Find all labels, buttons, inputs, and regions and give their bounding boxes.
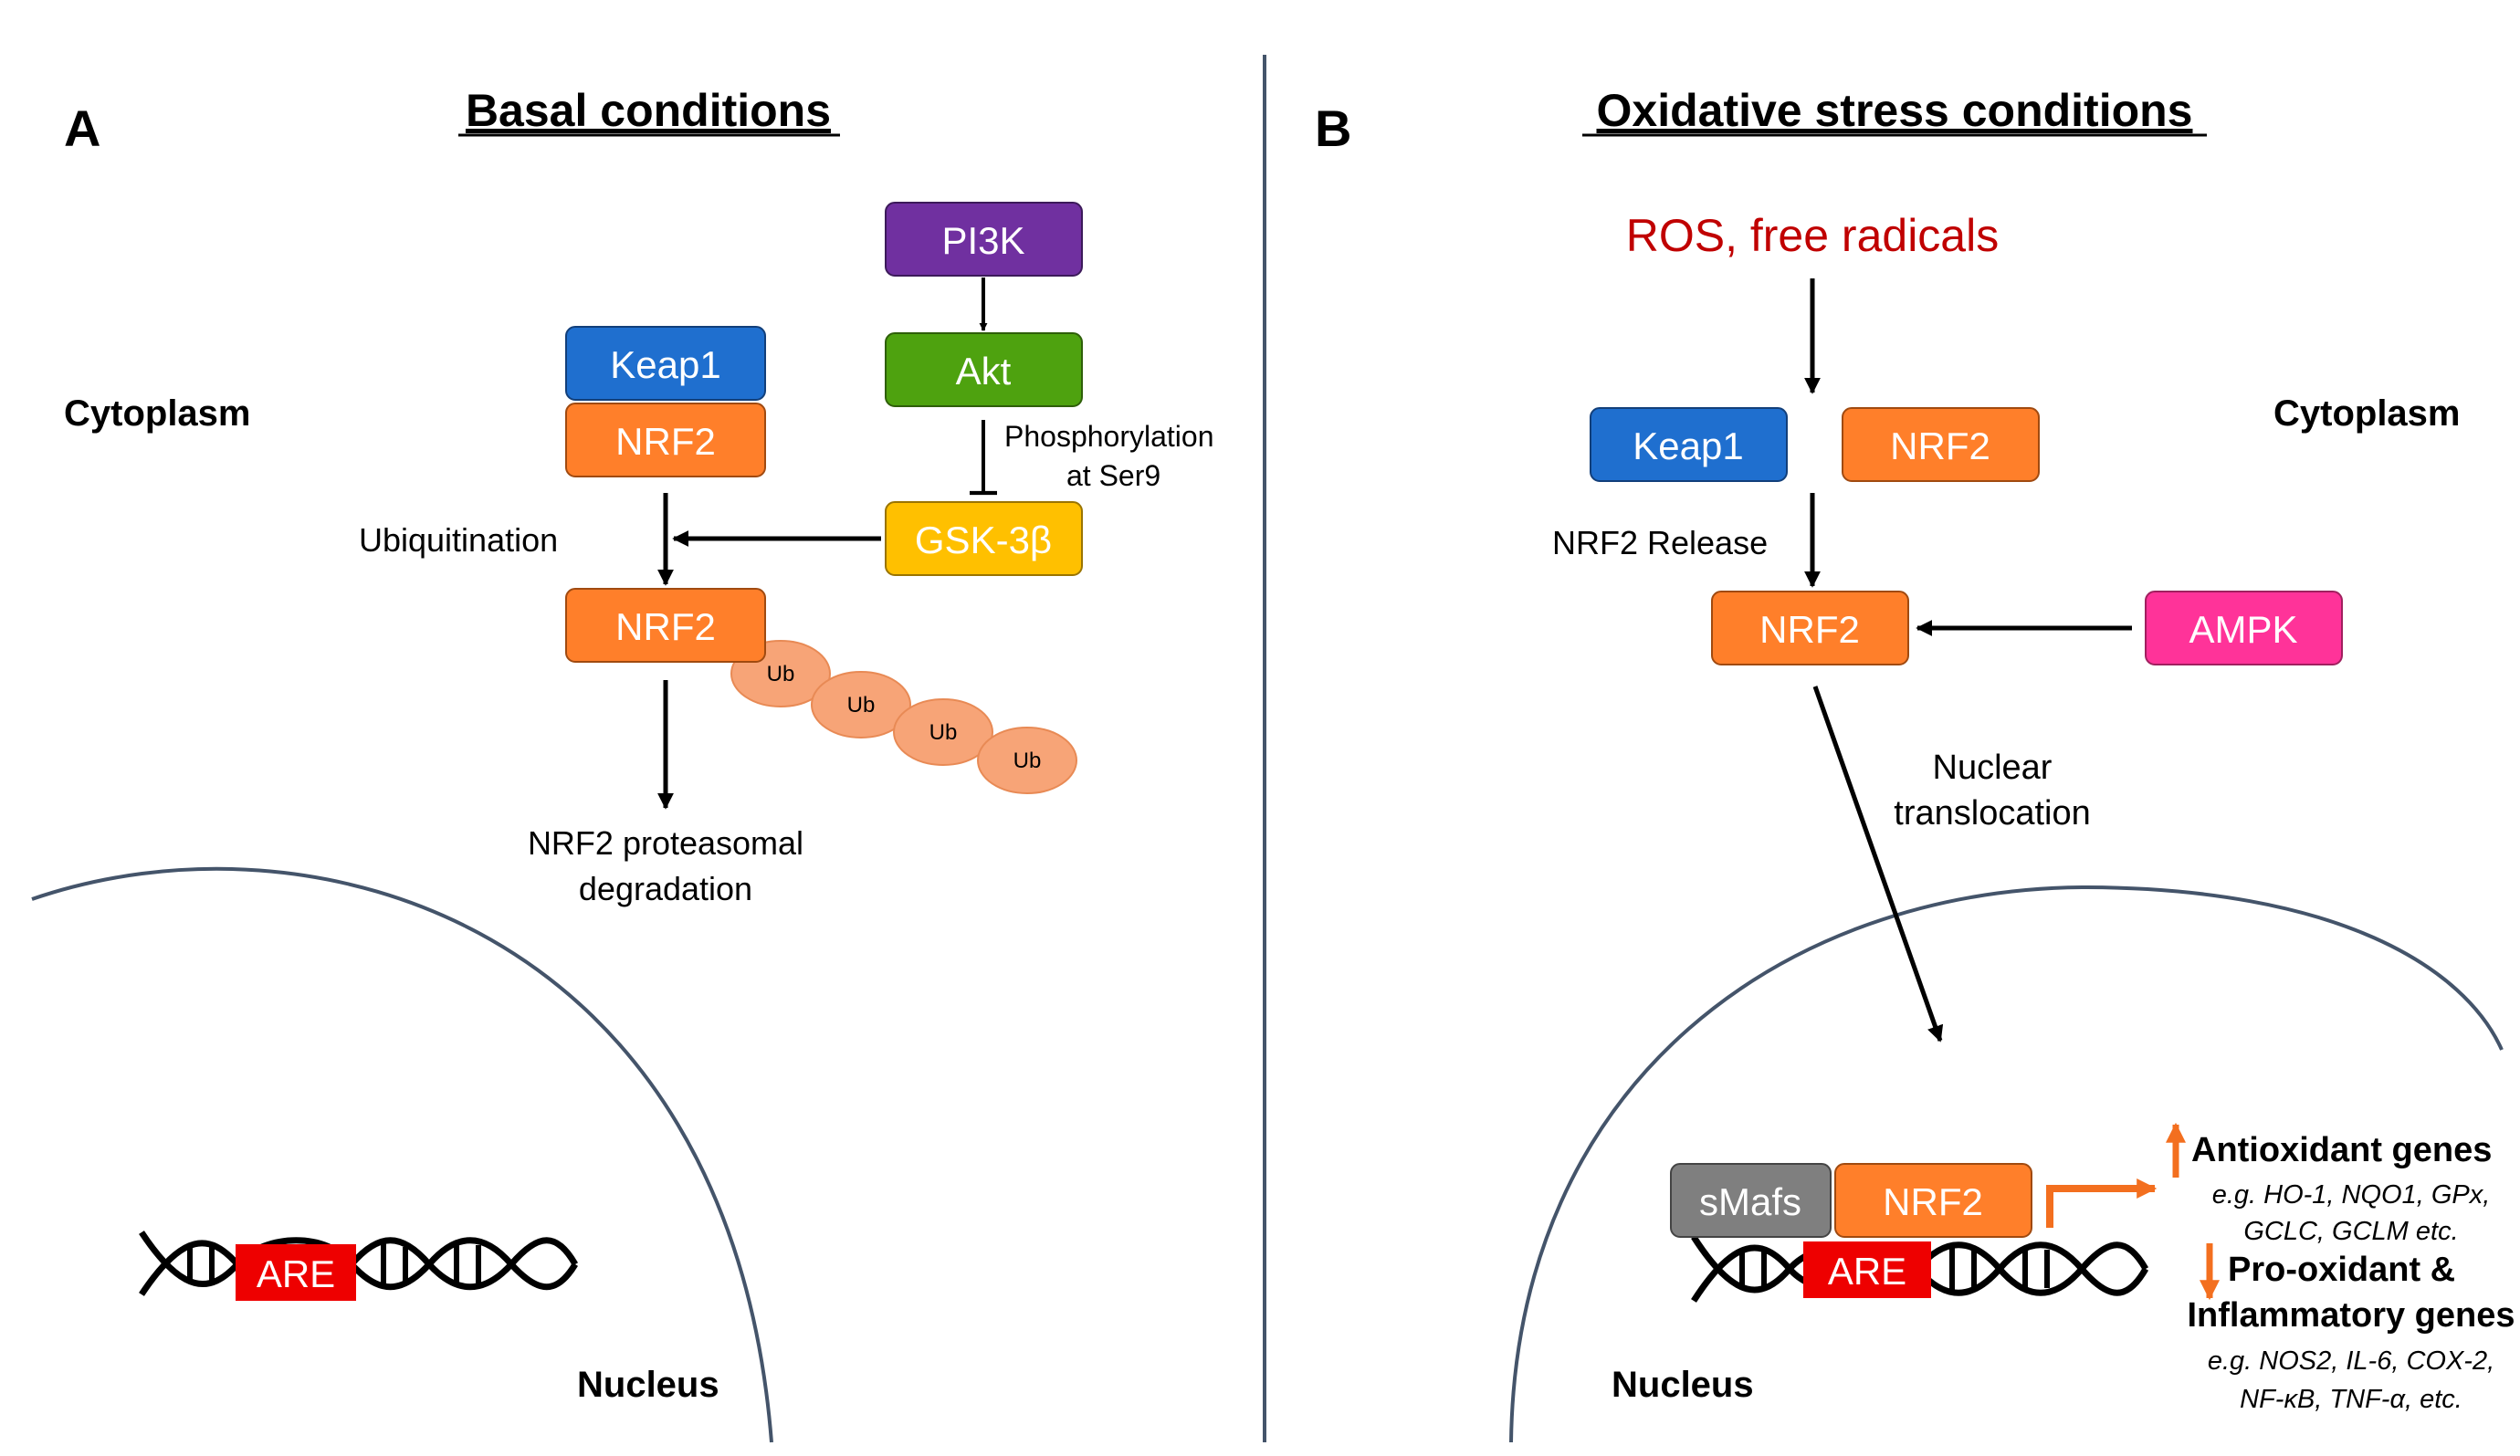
pi3k-box: PI3K (885, 202, 1083, 277)
panel-a-title: Basal conditions (466, 85, 831, 136)
panel-a-letter: A (64, 100, 100, 157)
are-label-a: ARE (257, 1252, 335, 1295)
arrow-nuclear-translocation (1812, 686, 1944, 1042)
prooxidant-genes-title-line1: Pro-oxidant & (2228, 1251, 2455, 1289)
nrf2-box-a-ubiquitinated: NRF2 (565, 588, 766, 663)
nrf2-label-b-nuclear: NRF2 (1883, 1180, 1983, 1223)
phosphorylation-label-line1: Phosphorylation (1004, 420, 1213, 453)
nrf2-label-b-released: NRF2 (1759, 608, 1860, 651)
translocation-label-line1: Nuclear (1933, 749, 2053, 787)
panel-a-cytoplasm-label: Cytoplasm (64, 393, 251, 434)
nucleus-membrane-a (31, 866, 773, 1443)
panel-b-letter: B (1315, 100, 1351, 157)
translocation-label-line2: translocation (1894, 794, 2090, 833)
antioxidant-examples-line1: e.g. HO-1, NQO1, GPx, (2212, 1180, 2491, 1210)
ubiquitin-chain: Ub Ub Ub Ub (730, 640, 1077, 794)
degradation-label-line2: degradation (579, 870, 752, 907)
ubiquitin-3 (893, 698, 993, 766)
nrf2-box-b-released: NRF2 (1711, 591, 1909, 665)
dna-helix-a (139, 1231, 579, 1296)
nucleus-membrane-b (1509, 885, 2504, 1443)
are-label-b: ARE (1828, 1250, 1906, 1293)
transcription-arrow (2046, 1178, 2158, 1228)
smafs-box: sMafs (1670, 1163, 1832, 1238)
antioxidant-genes-title: Antioxidant genes (2191, 1131, 2492, 1169)
nrf2-label-a-bound: NRF2 (615, 420, 716, 463)
akt-label: Akt (956, 350, 1012, 393)
keap1-box-a: Keap1 (565, 326, 766, 401)
degradation-label-line1: NRF2 proteasomal (528, 824, 803, 862)
ubiquitin-2 (811, 671, 911, 738)
are-box-b: ARE (1803, 1241, 1931, 1298)
ubiquitination-label: Ubiquitination (359, 521, 558, 559)
nrf2-label-b-free: NRF2 (1890, 424, 1990, 467)
panel-b-title: Oxidative stress conditions (1597, 85, 2193, 136)
ampk-label: AMPK (2189, 608, 2297, 651)
antioxidant-examples-line2: GCLC, GCLM etc. (2243, 1217, 2458, 1246)
ub-label-3: Ub (929, 720, 958, 745)
prooxidant-examples-line1: e.g. NOS2, IL-6, COX-2, (2208, 1346, 2494, 1376)
nrf2-box-b-nuclear: NRF2 (1834, 1163, 2032, 1238)
keap1-label-b: Keap1 (1633, 424, 1743, 467)
are-box-a: ARE (236, 1244, 356, 1301)
prooxidant-genes-title-line2: Inflammatory genes (2188, 1296, 2515, 1335)
ub-label-1: Ub (767, 662, 795, 686)
nrf2-box-a-bound: NRF2 (565, 403, 766, 477)
nrf2-box-b-free: NRF2 (1842, 407, 2040, 482)
gsk3b-label: GSK-3β (915, 519, 1052, 561)
release-label: NRF2 Release (1552, 524, 1768, 561)
panel-a-nucleus-label: Nucleus (577, 1365, 719, 1405)
ub-label-2: Ub (847, 693, 876, 718)
phosphorylation-label-line2: at Ser9 (1066, 459, 1160, 492)
akt-box: Akt (885, 332, 1083, 407)
dna-helix-b (1691, 1235, 2149, 1303)
ros-label: ROS, free radicals (1626, 210, 1999, 261)
keap1-label-a: Keap1 (610, 343, 720, 386)
panel-b-nucleus-label: Nucleus (1612, 1365, 1754, 1405)
pi3k-label: PI3K (941, 219, 1024, 262)
nrf2-label-a-ubiquitinated: NRF2 (615, 605, 716, 648)
smafs-label: sMafs (1699, 1180, 1801, 1223)
prooxidant-examples-line2: NF-κB, TNF-α, etc. (2240, 1385, 2462, 1414)
panel-b-cytoplasm-label: Cytoplasm (2273, 393, 2461, 434)
ampk-box: AMPK (2145, 591, 2343, 665)
keap1-box-b: Keap1 (1590, 407, 1788, 482)
gsk3b-box: GSK-3β (885, 501, 1083, 576)
ub-label-4: Ub (1013, 749, 1042, 773)
ubiquitin-4 (977, 727, 1077, 794)
